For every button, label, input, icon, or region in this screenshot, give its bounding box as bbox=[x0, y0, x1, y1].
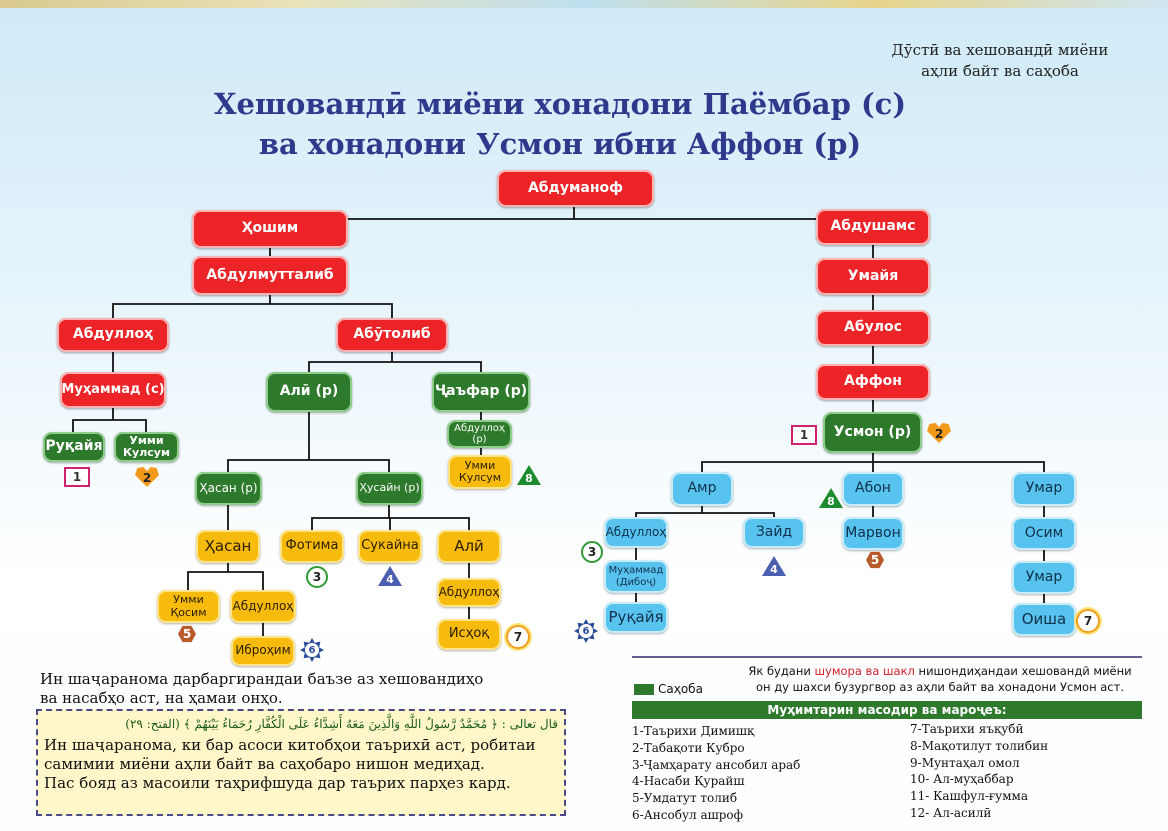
node-hoshim[interactable]: Ҳошим bbox=[192, 210, 348, 248]
node-abon[interactable]: Абон bbox=[842, 472, 904, 506]
tree-note-line-1: Ин шаҷаранома дарбаргирандаи баъзе аз хе… bbox=[40, 670, 484, 688]
marker-star-6: 6 bbox=[300, 638, 324, 662]
page-title-line-2: ва хонадони Усмон ибни Аффон (р) bbox=[258, 127, 862, 161]
tree-note-line-2: ва насабҳо аст, на ҳамаи онҳо. bbox=[40, 689, 283, 707]
corner-caption: Дӯстӣ ва хешовандӣ миёни аҳли байт ва са… bbox=[850, 40, 1150, 82]
legend-post: нишондиҳандаи хешовандӣ миёни bbox=[914, 664, 1132, 678]
node-hasan[interactable]: Ҳасан bbox=[196, 530, 260, 563]
top-color-strip bbox=[0, 0, 1168, 8]
node-abdulloh-r[interactable]: Абдуллоҳ (р) bbox=[447, 420, 512, 448]
node-ali[interactable]: Алӣ (р) bbox=[266, 372, 352, 412]
node-muhammad-diboj[interactable]: Муҳаммад (Дибоҷ) bbox=[604, 560, 668, 593]
node-umayya[interactable]: Умайя bbox=[816, 258, 930, 295]
tree-note: Ин шаҷаранома дарбаргирандаи баъзе аз хе… bbox=[40, 670, 530, 708]
marker-sun-7: 7 bbox=[506, 625, 530, 649]
node-abdumanof[interactable]: Абдуманоф bbox=[497, 170, 654, 207]
node-marvon[interactable]: Марвон bbox=[842, 517, 904, 550]
source-item: 1-Таърихи Димишқ bbox=[632, 724, 755, 738]
source-item: 9-Мунтаҳал омол bbox=[910, 755, 1020, 770]
node-ummi-qosim[interactable]: Умми Қосим bbox=[157, 590, 220, 623]
legend-explanation: Як будани шумора ва шакл нишондиҳандаи х… bbox=[740, 663, 1140, 695]
legend-pre: Як будани bbox=[748, 664, 815, 678]
quote-line-3: Пас бояд аз масоили таҳрифшуда дар таъри… bbox=[44, 774, 511, 792]
marker-hexagon-5: 5 bbox=[178, 625, 196, 643]
legend-highlight: шумора ва шакл bbox=[814, 664, 915, 678]
legend-swatch-green bbox=[634, 683, 654, 695]
node-abdulloh-a[interactable]: Абдуллоҳ bbox=[437, 578, 501, 607]
source-item: 4-Насаби Қурайш bbox=[632, 774, 745, 789]
node-ibrohim[interactable]: Иброҳим bbox=[231, 636, 295, 666]
legend-explanation-line-1: Як будани шумора ва шакл нишондиҳандаи х… bbox=[740, 663, 1140, 679]
node-osim[interactable]: Осим bbox=[1012, 517, 1076, 550]
quote-text: Ин шаҷаранома, ки бар асоси китобҳои таъ… bbox=[44, 736, 558, 793]
node-umar[interactable]: Умар bbox=[1012, 472, 1076, 506]
source-item: 3-Ҷамҳарату ансобил араб bbox=[632, 757, 801, 772]
node-abdushams[interactable]: Абдушамс bbox=[816, 209, 930, 245]
quote-line-1: Ин шаҷаранома, ки бар асоси китобҳои таъ… bbox=[44, 736, 536, 754]
source-item: 6-Ансобул ашроф bbox=[632, 807, 744, 822]
node-muhammad[interactable]: Муҳаммад (с) bbox=[60, 372, 166, 408]
page-title-line-1: Хешовандӣ миёни хонадони Паёмбар (с) bbox=[213, 87, 907, 121]
node-abutolib[interactable]: Абӯтолиб bbox=[336, 318, 448, 352]
node-affon[interactable]: Аффон bbox=[816, 364, 930, 400]
legend-explanation-line-2: он ду шахси бузургвор аз аҳли байт ва хо… bbox=[756, 680, 1124, 694]
marker-star-6-b: 6 bbox=[574, 619, 598, 643]
corner-caption-line-2: аҳли байт ва саҳоба bbox=[921, 62, 1079, 80]
node-zayd[interactable]: Зайд bbox=[743, 517, 805, 548]
marker-circle-3: 3 bbox=[306, 566, 328, 588]
quote-line-2: самимии миёни аҳли байт ва саҳобаро нишо… bbox=[44, 755, 485, 773]
marker-circle-3-b: 3 bbox=[581, 541, 603, 563]
node-ummi-kulsum[interactable]: Умми Кулсум bbox=[114, 432, 179, 462]
source-item: 5-Умдатут толиб bbox=[632, 791, 738, 806]
source-item: 10- Ал-муҳаббар bbox=[910, 772, 1014, 787]
node-ruqayya-2[interactable]: Руқайя bbox=[604, 602, 668, 633]
node-usmon[interactable]: Усмон (р) bbox=[823, 412, 922, 453]
source-item: 8-Мақотилут толибин bbox=[910, 738, 1049, 753]
node-husayn-r[interactable]: Ҳусайн (р) bbox=[356, 472, 423, 505]
quran-verse: قال تعالى : ﴿ مُحَمَّدٌ رَّسُولُ اللَّهِ… bbox=[125, 717, 558, 731]
node-ishoq[interactable]: Исҳоқ bbox=[437, 619, 501, 650]
node-oisha[interactable]: Оиша bbox=[1012, 603, 1076, 636]
legend-sahoba-label: Саҳоба bbox=[658, 682, 703, 696]
marker-box-1: 1 bbox=[64, 467, 90, 487]
page-title: Хешовандӣ миёни хонадони Паёмбар (с) ва … bbox=[150, 84, 970, 164]
sources-title: Муҳимтарин масодир ва мароҷеъ: bbox=[632, 701, 1142, 719]
source-item: 2-Табақоти Кубро bbox=[632, 740, 745, 755]
marker-star-6-label: 6 bbox=[305, 643, 319, 657]
node-abdulmuttalib[interactable]: Абдулмутталиб bbox=[192, 256, 348, 295]
node-fotima[interactable]: Фотима bbox=[280, 530, 344, 563]
sources-right-column: 7-Таърихи яъқубӣ 8-Мақотилут толибин 9-М… bbox=[910, 721, 1048, 822]
node-abdulloh-h[interactable]: Абдуллоҳ bbox=[230, 590, 296, 623]
quote-box: قال تعالى : ﴿ مُحَمَّدٌ رَّسُولُ اللَّهِ… bbox=[36, 709, 566, 816]
marker-box-1-b: 1 bbox=[791, 425, 817, 445]
source-item: 11- Кашфул-ғумма bbox=[910, 789, 1029, 804]
marker-sun-7-b: 7 bbox=[1076, 609, 1100, 633]
node-jafar[interactable]: Ҷаъфар (р) bbox=[432, 372, 530, 412]
sources-left-column: 1-Таърихи Димишқ 2-Табақоти Кубро 3-Ҷамҳ… bbox=[632, 723, 800, 824]
node-hasan-r[interactable]: Ҳасан (р) bbox=[195, 472, 262, 505]
node-ruqayya[interactable]: Руқайя bbox=[43, 432, 105, 462]
legend-sahoba: Саҳоба bbox=[634, 682, 703, 696]
corner-caption-line-1: Дӯстӣ ва хешовандӣ миёни bbox=[891, 41, 1109, 59]
marker-hexagon-5-b: 5 bbox=[866, 551, 884, 569]
node-abdulloh-b[interactable]: Абдуллоҳ bbox=[604, 517, 668, 548]
node-abdulloh[interactable]: Абдуллоҳ bbox=[57, 318, 169, 352]
marker-star-6-b-label: 6 bbox=[579, 624, 593, 638]
node-ali-2[interactable]: Алӣ bbox=[437, 530, 501, 563]
node-ummi-kulsum-2[interactable]: Умми Кулсум bbox=[448, 455, 512, 489]
source-item: 7-Таърихи яъқубӣ bbox=[910, 722, 1024, 736]
source-item: 12- Ал-асилӣ bbox=[910, 805, 992, 820]
node-umar-2[interactable]: Умар bbox=[1012, 561, 1076, 594]
node-abulos[interactable]: Абулос bbox=[816, 310, 930, 346]
node-sukayna[interactable]: Сукайна bbox=[358, 530, 422, 563]
node-amr[interactable]: Амр bbox=[671, 472, 733, 506]
